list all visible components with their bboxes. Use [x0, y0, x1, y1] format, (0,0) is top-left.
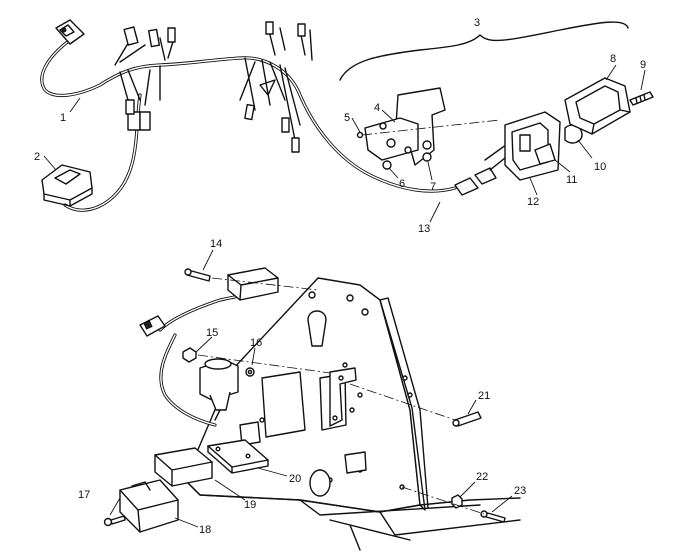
callout-13: 13	[418, 223, 430, 235]
nut	[382, 160, 392, 170]
callout-1: 1	[60, 112, 66, 124]
lamp-base	[504, 111, 561, 181]
callout-20: 20	[289, 473, 301, 485]
callout-22: 22	[476, 471, 488, 483]
coil-bracket	[329, 367, 357, 427]
panel-bolt	[452, 411, 482, 427]
washer-2	[422, 152, 432, 162]
coil-nut	[182, 347, 197, 363]
panel-screw	[480, 510, 506, 523]
mounting-plate	[364, 87, 446, 166]
callout-4: 4	[374, 102, 380, 114]
ignition-coil	[199, 358, 239, 421]
callout-5: 5	[344, 112, 350, 124]
callout-3: 3	[474, 17, 480, 29]
control-panel-bracket	[184, 277, 521, 551]
lens-screw	[629, 91, 654, 106]
kit-bracket	[339, 21, 629, 81]
cover-screw	[103, 515, 126, 527]
callout-9: 9	[640, 59, 646, 71]
coil-connector	[139, 315, 166, 337]
coil-wire	[158, 292, 248, 332]
callout-16: 16	[250, 337, 262, 349]
callout-17: 17	[78, 489, 90, 501]
lamp-bracket	[207, 439, 269, 474]
callout-18: 18	[199, 524, 211, 536]
indicator-lamp	[154, 447, 213, 487]
callout-23: 23	[514, 485, 526, 497]
module-screw	[184, 268, 211, 282]
screw	[356, 131, 364, 139]
callout-2: 2	[34, 151, 40, 163]
callout-7: 7	[430, 181, 436, 193]
callout-labels: 1 2 3 4 5 6 7 8 9 10 11 12 13 14 15 16 1…	[34, 17, 646, 536]
leader-lines	[43, 64, 646, 528]
callout-11: 11	[566, 174, 577, 186]
lamp-cover	[119, 479, 179, 533]
callout-19: 19	[244, 499, 256, 511]
harness-plug	[55, 19, 85, 45]
wiring-harness	[40, 21, 457, 212]
callout-21: 21	[478, 390, 490, 402]
callout-14: 14	[210, 238, 222, 250]
callout-12: 12	[527, 196, 539, 208]
callout-8: 8	[610, 53, 616, 65]
panel-nut	[451, 494, 463, 509]
callout-15: 15	[206, 327, 218, 339]
module-box	[227, 267, 279, 301]
callout-6: 6	[399, 178, 405, 190]
taillight-lens	[564, 77, 631, 135]
washer	[422, 140, 432, 150]
switch-housing	[41, 164, 93, 207]
callout-10: 10	[594, 161, 606, 173]
